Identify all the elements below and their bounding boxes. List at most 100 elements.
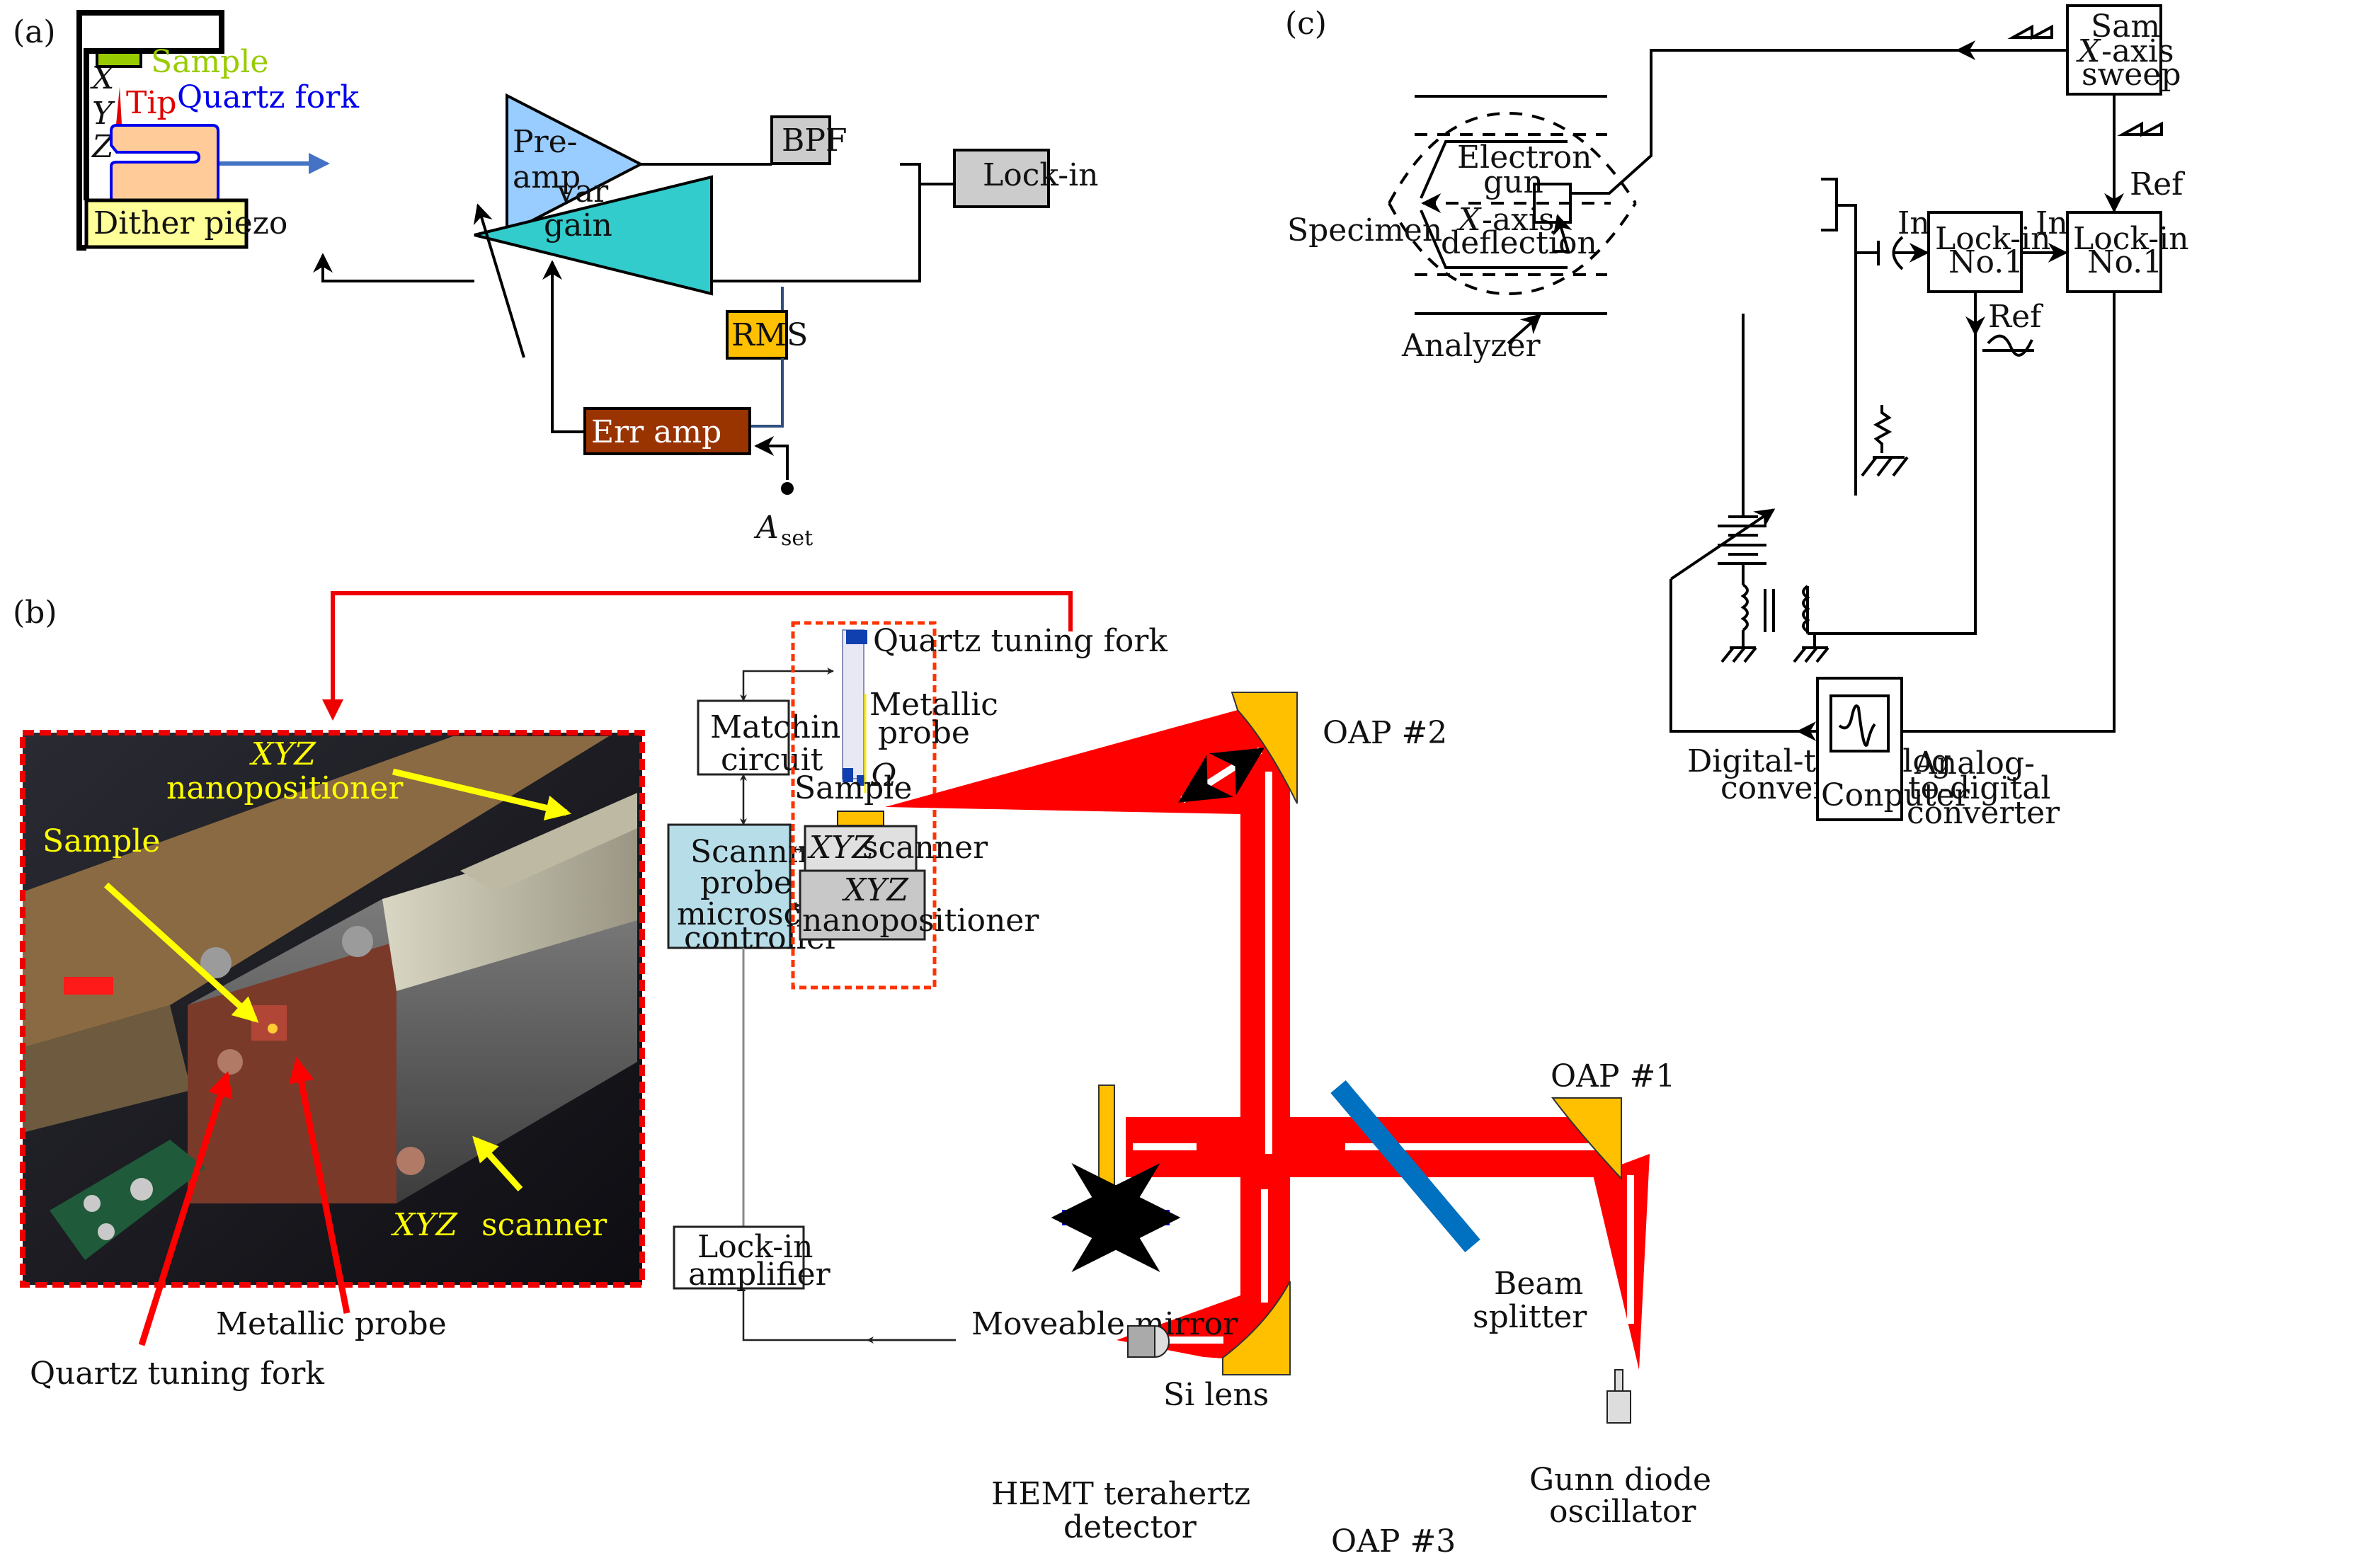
sweep-label-1: Sam [2091,8,2160,45]
hemt-label-1: HEMT terahertz [991,1476,1250,1512]
photo-arrow-fork [138,1071,233,1346]
transformer-primary-icon [1740,583,1749,631]
electron-gun-outline-top [1420,140,1568,199]
ref-label-sweep: Ref [2130,166,2185,202]
dither-piezo-block [84,198,249,249]
panel-c: (c) Electron gun X -axis deflection Spec… [1285,4,2189,831]
specimen-label: Specimen [1287,212,1442,248]
wire-vargain-dither [313,253,474,282]
photo-xyz-nano-line1: XYZ [249,736,316,772]
rms-box [726,310,788,360]
preamp-label-1: Pre- [513,124,578,160]
lockin-box-a [953,149,1050,208]
photo-quartz-fork-label: Quartz tuning fork [30,1356,324,1392]
quartz-fork-label: Quartz fork [177,79,359,115]
rms-label: RMS [731,317,808,353]
beam-splitter-label-1: Beam [1494,1266,1583,1302]
qtf-label: Quartz tuning fork [873,623,1168,659]
tip-icon [116,87,122,125]
adc-label-2: to-digital [1908,770,2051,806]
photo-xyz-nano-line2: nanopositioner [166,770,404,806]
photo-arrow-nanopositioner [392,768,572,820]
variable-battery-arrow [1669,508,1776,580]
battery-icon [1718,515,1766,565]
wire-matching-fork [740,668,834,702]
ref-label-lockin1: Ref [1988,299,2043,335]
beam-splitter [1330,1080,1480,1253]
in-label-1: In [1897,205,1930,241]
lockin-label-a: Lock-in [983,157,1099,193]
err-amp-box [583,407,751,455]
wire-rms-err [750,358,784,428]
qtf-diagram-icon [842,629,867,786]
oap1-mirror [1551,1097,1622,1181]
sample-label-b: Sample [794,770,912,806]
oap3-label: OAP #3 [1331,1523,1456,1560]
ground-icon-2 [1720,646,1757,663]
metallic-label-2: probe [878,715,970,751]
gunn-label-1: Gunn diode [1529,1462,1711,1498]
matching-label-2: circuit [721,742,823,778]
beam-gunn-to-oap1 [1593,1154,1650,1370]
gunn-label-2: oscillator [1549,1494,1696,1530]
wire-err-vargain [542,260,585,433]
sweep-label-2-it: X [2076,33,2101,69]
lockin-amplifier-box [673,1225,805,1290]
photo-inset [23,733,642,1285]
omega-label: Ω [870,757,896,794]
si-lens-icon [1154,1324,1170,1358]
collector-bracket [1821,178,1838,231]
aset-terminal [781,482,794,495]
moveable-mirror [1098,1085,1115,1192]
aset-subscript: set [781,526,813,551]
matching-label-1: Matching [710,709,861,745]
aset-label: A [753,510,779,546]
adc-label-3: converter [1907,795,2060,831]
photo-metallic-probe-label: Metallic probe [216,1306,447,1342]
wire-gun-sweep [1570,49,2067,195]
wire-collector [1837,204,1857,496]
xyz-nanopositioner-box [799,869,926,941]
lockin-2-label-2: No.1 [2087,244,2162,280]
trajectory-upper [1388,111,1637,205]
xaxis-sweep-box [2066,4,2162,96]
lockin-1-label-2: No.1 [1948,244,2023,280]
ground-icon-3 [1793,646,1829,663]
electron-gun-label-1: Electron [1457,139,1592,176]
nanopos-label-it: XYZ [842,872,909,908]
in-label-2: In [2036,205,2068,241]
photo-dashed-frame [20,730,645,1288]
oap1-label: OAP #1 [1551,1058,1675,1094]
quartz-fork-icon [110,124,219,204]
deflection-label: deflection [1441,225,1597,261]
sample-label: Sample [151,44,268,80]
wire-aset [754,436,789,480]
variable-arrow-icon [473,203,525,358]
spm-label-2: probe [700,865,792,901]
var-gain-label-1: var [556,173,609,210]
panel-b: (b) [13,591,1711,1560]
sawtooth-icon-top [2007,24,2053,40]
ground-icon-1 [1861,456,1909,477]
err-amp-label: Err amp [591,414,721,450]
wire-bpf-out [713,163,921,282]
adc-label-1: Analog- [1914,745,2035,782]
photo-sample-label: Sample [42,823,160,859]
gunn-diode-icon [1606,1390,1631,1424]
wire-ref-transformer [1808,334,1977,635]
wire-detector-lockin [742,1288,956,1341]
panel-a-label: (a) [13,14,56,50]
moveable-mirror-label: Moveable mirror [971,1306,1238,1342]
sweep-label-2-rest: -axis [2101,33,2174,69]
xyz-scanner-box [804,825,918,872]
panel-a: (a) X Y Z Sample Tip Quartz fork Dither … [13,10,1099,551]
wire-lockin2-adc [1903,292,2116,733]
photo-arrow-scanner [472,1135,523,1192]
dither-piezo-label: Dither piezo [93,205,287,241]
oap2-label: OAP #2 [1323,715,1447,751]
si-lens-label: Si lens [1163,1377,1269,1413]
hemt-detector-icon [1127,1325,1155,1358]
xaxis-label-it: X [1456,202,1482,238]
computer-waveform-icon [1838,704,1876,747]
